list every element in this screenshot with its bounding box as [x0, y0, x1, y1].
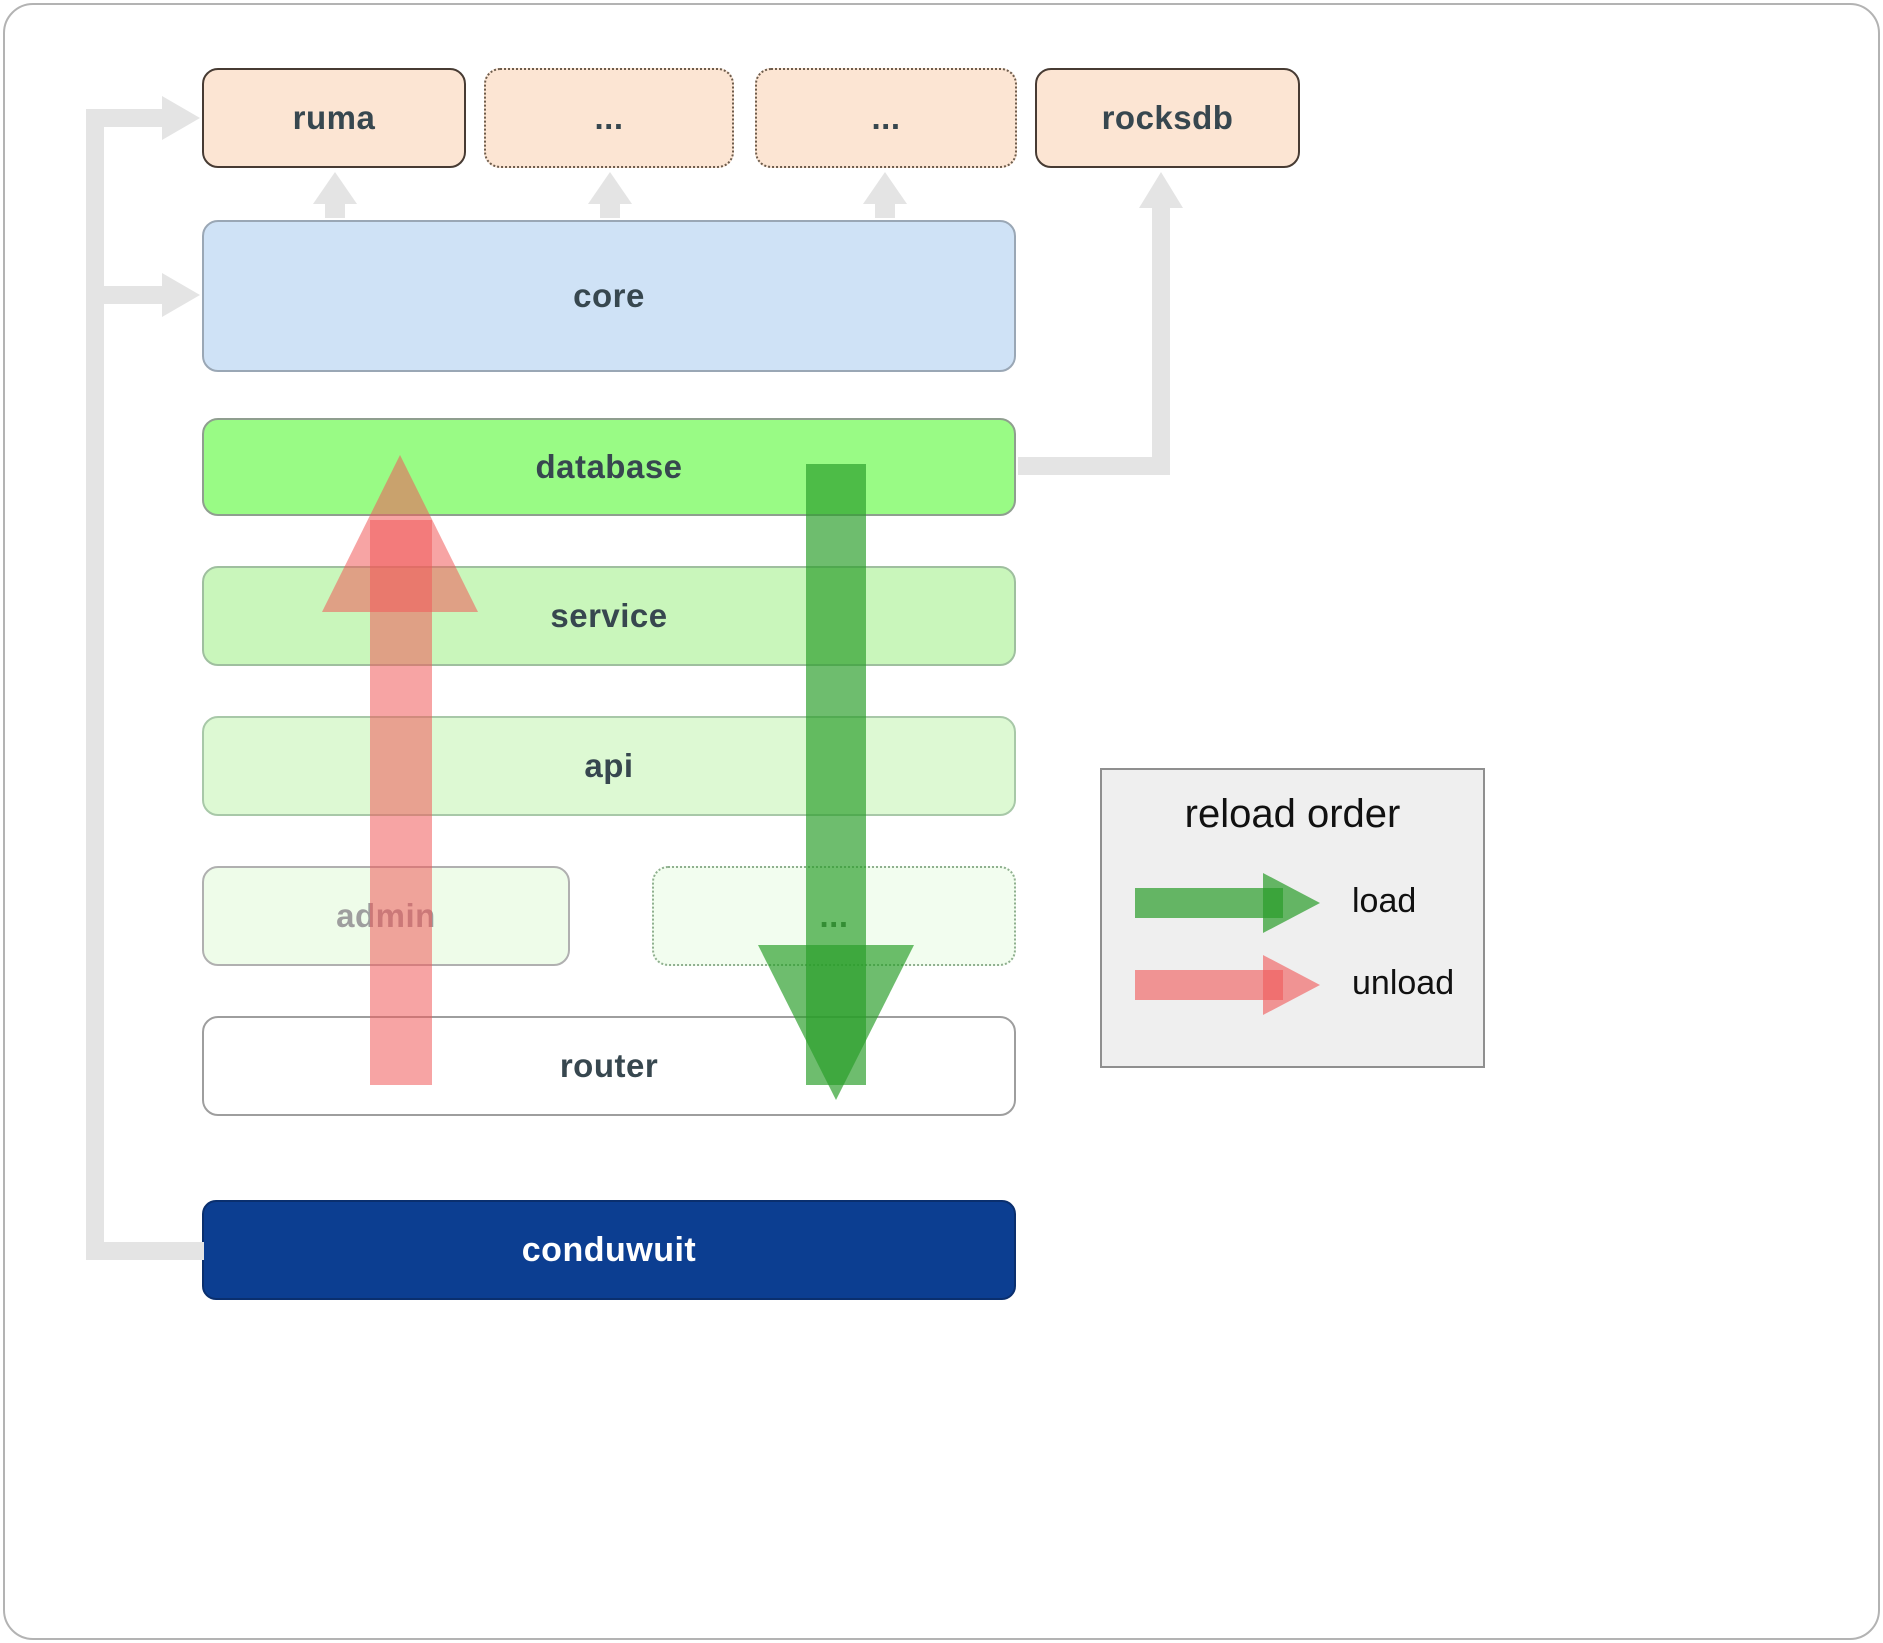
node-conduwuit-label: conduwuit: [521, 1230, 697, 1269]
connector-database-to-rocksdb: [1018, 206, 1170, 475]
node-dependency-ellipsis-2: ...: [755, 68, 1017, 168]
node-rocksdb: rocksdb: [1035, 68, 1300, 168]
arrowhead-to-rocksdb-icon: [1139, 172, 1183, 208]
node-ruma: ruma: [202, 68, 466, 168]
node-service-ellipsis: ...: [652, 866, 1016, 966]
node-database-label: database: [535, 448, 683, 485]
node-admin-label: admin: [336, 897, 436, 934]
node-service-ellipsis-label: ...: [819, 897, 849, 934]
arrowhead-core-to-dep1-icon: [588, 172, 632, 204]
node-dependency-ellipsis-1-label: ...: [594, 99, 624, 136]
node-service-label: service: [550, 597, 668, 634]
arrowhead-core-to-ruma-icon: [313, 172, 357, 204]
arrowhead-to-ruma-icon: [162, 96, 200, 140]
node-api-label: api: [584, 747, 634, 784]
arrowhead-core-to-dep2-icon: [863, 172, 907, 204]
node-database: database: [202, 418, 1016, 516]
connector-conduwuit-to-ruma: [86, 109, 204, 1260]
arrowhead-to-core-icon: [162, 273, 200, 317]
node-conduwuit: conduwuit: [202, 1200, 1016, 1300]
node-dependency-ellipsis-1: ...: [484, 68, 734, 168]
node-dependency-ellipsis-2-label: ...: [871, 99, 901, 136]
node-core-label: core: [573, 277, 645, 314]
node-ruma-label: ruma: [292, 99, 376, 136]
legend-load-label: load: [1352, 882, 1417, 920]
legend-unload-label: unload: [1352, 964, 1455, 1002]
node-router-label: router: [559, 1047, 659, 1084]
node-router: router: [202, 1016, 1016, 1116]
node-rocksdb-label: rocksdb: [1101, 99, 1234, 136]
node-service: service: [202, 566, 1016, 666]
node-core: core: [202, 220, 1016, 372]
node-admin: admin: [202, 866, 570, 966]
node-api: api: [202, 716, 1016, 816]
connector-core-to-dependencies: [325, 202, 895, 218]
legend-title: reload order: [1184, 792, 1401, 836]
